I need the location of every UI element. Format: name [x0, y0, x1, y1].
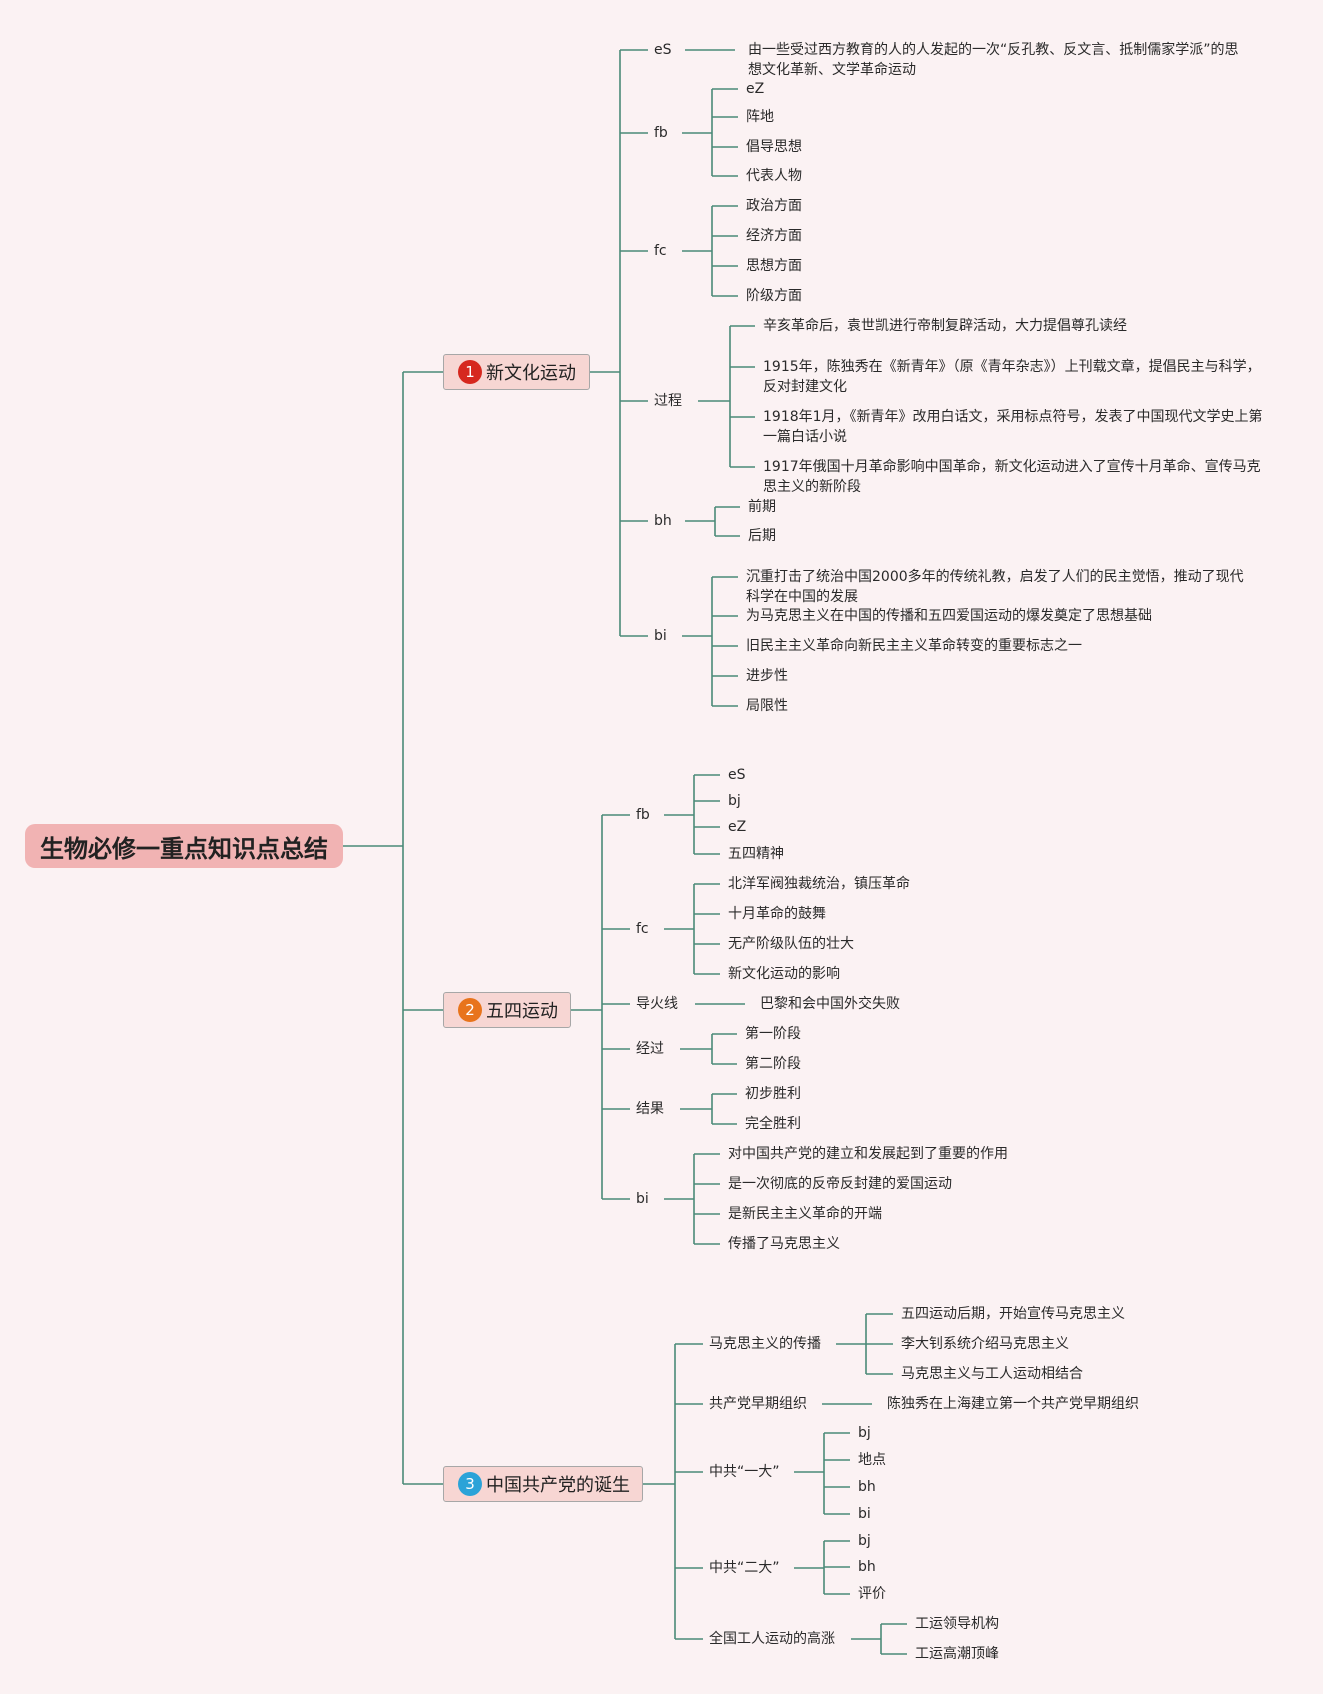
number-badge-icon: 3 — [458, 1472, 482, 1496]
leaf-item[interactable]: 李大钊系统介绍马克思主义 — [901, 1336, 1069, 1352]
leaf-item[interactable]: bj — [728, 793, 741, 809]
leaf-item[interactable]: 巴黎和会中国外交失败 — [760, 996, 900, 1012]
branch-label[interactable]: bh — [654, 513, 672, 529]
leaf-item[interactable]: 旧民主主义革命向新民主主义革命转变的重要标志之一 — [746, 638, 1082, 654]
branch-label[interactable]: fc — [636, 921, 649, 937]
leaf-item[interactable]: 政治方面 — [746, 198, 802, 214]
leaf-item[interactable]: 1915年，陈独秀在《新青年》（原《青年杂志》）上刊载文章，提倡民主与科学，反对… — [763, 359, 1261, 395]
leaf-item[interactable]: 前期 — [748, 499, 776, 515]
branch-label[interactable]: 共产党早期组织 — [709, 1396, 807, 1412]
leaf-item[interactable]: 第一阶段 — [745, 1026, 801, 1042]
branch-label[interactable]: 全国工人运动的高涨 — [709, 1631, 835, 1647]
leaf-item[interactable]: 是一次彻底的反帝反封建的爱国运动 — [728, 1176, 952, 1192]
leaf-item[interactable]: 由一些受过西方教育的人的人发起的一次“反孔教、反文言、抵制儒家学派”的思想文化革… — [748, 42, 1239, 78]
leaf-item[interactable]: 评价 — [858, 1586, 886, 1602]
topic-label: 中国共产党的诞生 — [486, 1475, 630, 1496]
leaf-item[interactable]: 为马克思主义在中国的传播和五四爱国运动的爆发奠定了思想基础 — [746, 608, 1152, 624]
leaf-item[interactable]: 1917年俄国十月革命影响中国革命，新文化运动进入了宣传十月革命、宣传马克思主义… — [763, 459, 1261, 495]
leaf-item[interactable]: 是新民主主义革命的开端 — [728, 1206, 882, 1222]
root-topic[interactable]: 生物必修一重点知识点总结 — [25, 824, 343, 868]
number-badge-icon: 2 — [458, 998, 482, 1022]
topic-label: 五四运动 — [486, 1001, 558, 1022]
topic-label: 新文化运动 — [486, 363, 576, 384]
leaf-item[interactable]: bi — [858, 1506, 871, 1522]
leaf-item[interactable]: 进步性 — [746, 668, 788, 684]
branch-label[interactable]: 马克思主义的传播 — [709, 1336, 821, 1352]
leaf-item[interactable]: 第二阶段 — [745, 1056, 801, 1072]
branch-label[interactable]: bi — [636, 1191, 649, 1207]
leaf-item[interactable]: 北洋军阀独裁统治，镇压革命 — [728, 876, 910, 892]
leaf-item[interactable]: 传播了马克思主义 — [728, 1236, 840, 1252]
branch-label[interactable]: fc — [654, 243, 667, 259]
branch-label[interactable]: bi — [654, 628, 667, 644]
leaf-item[interactable]: 局限性 — [746, 698, 788, 714]
leaf-item[interactable]: 工运领导机构 — [915, 1616, 999, 1632]
leaf-item[interactable]: eS — [728, 767, 746, 783]
leaf-item[interactable]: 经济方面 — [746, 228, 802, 244]
leaf-item[interactable]: 工运高潮顶峰 — [915, 1646, 999, 1662]
branch-label[interactable]: fb — [654, 125, 668, 141]
leaf-item[interactable]: 辛亥革命后，袁世凯进行帝制复辟活动，大力提倡尊孔读经 — [763, 318, 1127, 334]
leaf-item[interactable]: 阶级方面 — [746, 288, 802, 304]
leaf-item[interactable]: 思想方面 — [746, 258, 802, 274]
leaf-item[interactable]: 十月革命的鼓舞 — [728, 906, 826, 922]
leaf-item[interactable]: 陈独秀在上海建立第一个共产党早期组织 — [887, 1396, 1139, 1412]
leaf-item[interactable]: 五四精神 — [728, 846, 784, 862]
leaf-item[interactable]: bh — [858, 1559, 876, 1575]
leaf-item[interactable]: 沉重打击了统治中国2000多年的传统礼教，启发了人们的民主觉悟，推动了现代科学在… — [746, 569, 1244, 605]
branch-label[interactable]: 中共“二大” — [709, 1560, 780, 1576]
leaf-item[interactable]: 对中国共产党的建立和发展起到了重要的作用 — [728, 1146, 1008, 1162]
branch-label[interactable]: 过程 — [654, 393, 682, 409]
leaf-item[interactable]: bh — [858, 1479, 876, 1495]
branch-label[interactable]: eS — [654, 42, 672, 58]
leaf-item[interactable]: 后期 — [748, 528, 776, 544]
leaf-item[interactable]: eZ — [746, 81, 765, 97]
branch-label[interactable]: 导火线 — [636, 996, 678, 1012]
leaf-item[interactable]: bj — [858, 1425, 871, 1441]
leaf-item[interactable]: 无产阶级队伍的壮大 — [728, 936, 854, 952]
branch-label[interactable]: fb — [636, 807, 650, 823]
leaf-item[interactable]: 代表人物 — [746, 168, 802, 184]
leaf-item[interactable]: 地点 — [858, 1452, 886, 1468]
branch-label[interactable]: 经过 — [636, 1041, 664, 1057]
leaf-item[interactable]: 阵地 — [746, 109, 774, 125]
leaf-item[interactable]: 五四运动后期，开始宣传马克思主义 — [901, 1306, 1125, 1322]
leaf-item[interactable]: 马克思主义与工人运动相结合 — [901, 1366, 1083, 1382]
leaf-item[interactable]: 初步胜利 — [745, 1086, 801, 1102]
branch-label[interactable]: 中共“一大” — [709, 1464, 780, 1480]
leaf-item[interactable]: 新文化运动的影响 — [728, 966, 840, 982]
leaf-item[interactable]: bj — [858, 1533, 871, 1549]
leaf-item[interactable]: 倡导思想 — [746, 139, 802, 155]
leaf-item[interactable]: 完全胜利 — [745, 1116, 801, 1132]
leaf-item[interactable]: 1918年1月，《新青年》改用白话文，采用标点符号，发表了中国现代文学史上第一篇… — [763, 409, 1263, 445]
branch-label[interactable]: 结果 — [636, 1101, 664, 1117]
leaf-item[interactable]: eZ — [728, 819, 747, 835]
number-badge-icon: 1 — [458, 360, 482, 384]
